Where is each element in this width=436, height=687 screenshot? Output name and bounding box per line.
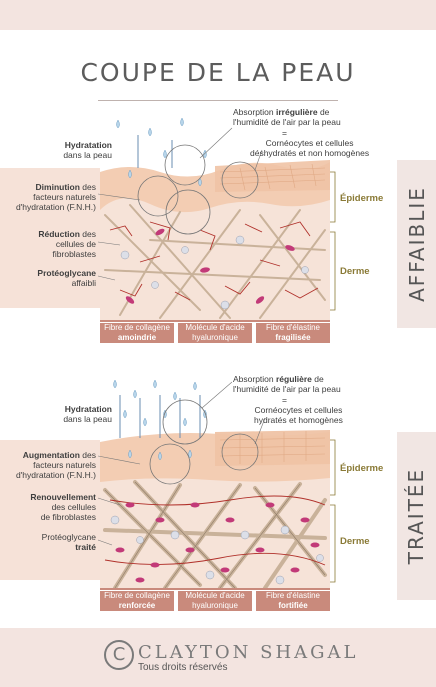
panel2-hydration-arrows: [119, 395, 201, 438]
panel1-equals-sign: =: [282, 128, 287, 138]
panel1-hydration-arrows: [137, 135, 173, 168]
panel1-hyaluronic-molecules: [120, 235, 309, 310]
panel1-base-line: [100, 320, 330, 322]
panel1-derme-label: Derme: [340, 266, 370, 277]
panel1-corneocytes-label: Cornéocytes et cellules déshydratés et n…: [250, 138, 370, 158]
title-area: COUPE DE LA PEAU: [0, 58, 436, 98]
panel2-side-band: [397, 432, 436, 600]
panel2-fibroblast-cells: [115, 502, 320, 583]
panel1-absorption-label: Absorption irrégulière de l'humidité de …: [233, 107, 341, 127]
panel2-base-line: [100, 588, 330, 590]
brand-name: CLAYTON SHAGAL: [138, 642, 359, 663]
panel2-epiderme-label: Épiderme: [340, 463, 384, 474]
panel1-fibroblast-cells: [125, 228, 295, 304]
panel2-label-backdrop: [0, 440, 100, 580]
top-band: [0, 0, 436, 30]
panel1-collagen-fibers: [104, 204, 326, 319]
panel2-equals-sign: =: [282, 395, 287, 405]
page-title: COUPE DE LA PEAU: [80, 58, 356, 87]
rights-text: Tous droits réservés: [138, 662, 228, 673]
panel1-magnifier-circles: [137, 144, 259, 235]
panel1-label-backdrop: [0, 168, 100, 308]
panel1-illustration: [97, 117, 336, 322]
panel1-fibroblast-label: Réduction des cellules de fibroblastes: [38, 229, 96, 259]
panel2-collagen-outlines: [104, 481, 326, 589]
panel2-water-droplets: [113, 379, 207, 461]
panel1-layer-brackets: [330, 171, 336, 311]
panel2-corneocytes-label: Cornéocytes et cellules hydratés et homo…: [254, 405, 343, 425]
panel1-water-droplets: [116, 117, 207, 187]
title-underline: [98, 100, 338, 101]
panel2-leader-lines: [97, 381, 266, 546]
panel2-fnh-label: Augmentation des facteurs naturels d'hyd…: [15, 450, 96, 480]
panel1-epiderme-label: Épiderme: [340, 193, 384, 204]
panel2-layer-brackets: [330, 439, 336, 583]
panel1-elastin-fibers: [109, 221, 319, 301]
copyright-icon: C: [104, 640, 134, 670]
panel2-elastin-fibers: [104, 495, 326, 566]
panel1-leader-lines: [97, 127, 263, 281]
panel2-corneocyte-lines: [219, 431, 326, 464]
panel1-side-band: [397, 160, 436, 328]
panel2-illustration: [97, 379, 336, 590]
panel2-absorption-label: Absorption régulière de l'humidité de l'…: [233, 374, 341, 394]
panel1-fnh-label: Diminution des facteurs naturels d'hydra…: [15, 182, 96, 212]
panel1-corneocyte-lines: [219, 163, 326, 191]
footer-band: [0, 628, 436, 687]
panel2-magnifier-circles: [149, 399, 259, 485]
panel2-corneocyte-layer: [215, 430, 330, 466]
panel2-hyaluronic-molecules: [110, 515, 324, 585]
panel2-fibroblast-label: Renouvellement des cellules de fibroblas…: [30, 492, 96, 522]
panel2-derme-label: Derme: [340, 536, 370, 547]
